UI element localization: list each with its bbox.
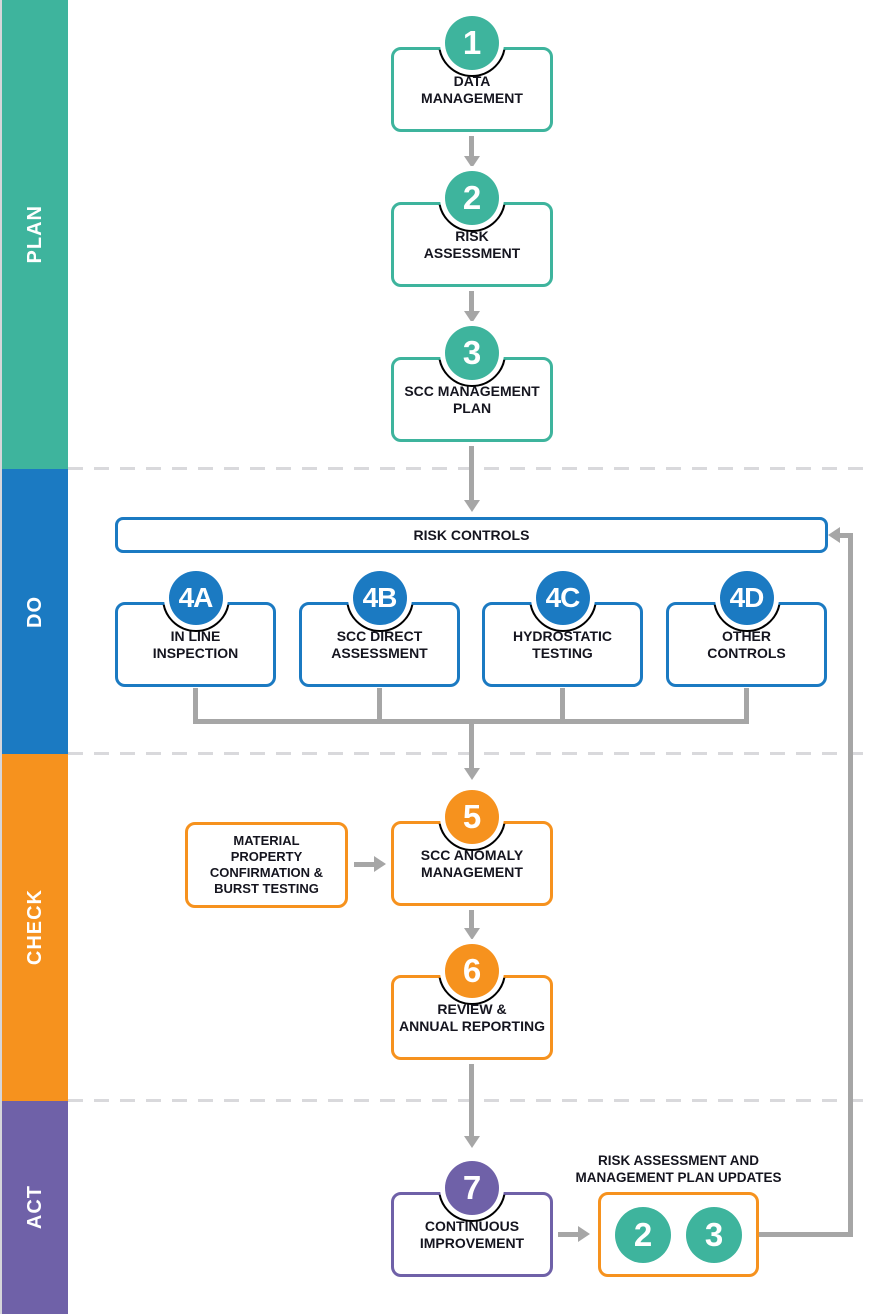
step-6-badge: 6 [445,944,499,998]
arrow-7-updates-shaft [558,1232,579,1237]
updates-label: RISK ASSESSMENT AND MANAGEMENT PLAN UPDA… [575,1153,782,1185]
risk-controls-label: RISK CONTROLS [413,526,530,543]
hydrostatic-testing-box: 4C HYDROSTATIC TESTING [482,571,643,687]
data-management-box: 1 DATA MANAGEMENT [391,16,553,132]
arrow-3-riskcontrols-head [464,500,480,512]
update-badge-2: 2 [615,1206,671,1263]
sidebar-label-plan: PLAN [23,205,46,264]
scc-direct-assessment-label: SCC DIRECT ASSESSMENT [331,627,428,661]
connector-4c-stub [560,688,565,721]
review-annual-reporting-label: REVIEW & ANNUAL REPORTING [399,1000,545,1034]
feedback-line-top-stub [840,533,850,538]
other-controls-label: OTHER CONTROLS [707,627,786,661]
step-4c-badge: 4C [535,571,590,625]
scc-management-plan-box: 3 SCC MANAGEMENT PLAN [391,326,553,442]
scc-direct-assessment-box: 4B SCC DIRECT ASSESSMENT [299,571,460,687]
step-5-badge: 5 [445,790,499,844]
step-4d-badge: 4D [719,571,774,625]
feedback-line-bottom [759,1232,853,1237]
arrow-3-riskcontrols-shaft [469,446,474,501]
connector-4b-stub [377,688,382,721]
other-controls-box: 4D OTHER CONTROLS [666,571,827,687]
feedback-arrow-head [828,527,840,543]
step-1-badge: 1 [445,16,499,70]
scc-management-plan-label: SCC MANAGEMENT PLAN [404,382,540,416]
sidebar-label-do: DO [23,595,46,628]
material-property-box: MATERIAL PROPERTY CONFIRMATION & BURST T… [185,822,348,908]
arrow-2-3-shaft [469,291,474,313]
risk-assessment-label: RISK ASSESSMENT [423,227,521,261]
data-management-label: DATA MANAGEMENT [421,72,523,106]
arrow-6-7-head [464,1136,480,1148]
arrow-2-3-head [464,311,480,323]
arrow-7-updates-head [578,1226,590,1242]
material-property-label: MATERIAL PROPERTY CONFIRMATION & BURST T… [209,833,324,896]
review-annual-reporting-box: 6 REVIEW & ANNUAL REPORTING [391,944,553,1060]
step-2-badge: 2 [445,171,499,225]
risk-assessment-box: 2 RISK ASSESSMENT [391,171,553,287]
updates-box: 2 3 [598,1192,759,1277]
step-7-badge: 7 [445,1161,499,1215]
hydrostatic-testing-label: HYDROSTATIC TESTING [512,627,613,661]
step-4a-badge: 4A [168,571,223,625]
arrow-material-5-shaft [354,862,375,867]
sidebar-band-do: DO [2,469,68,754]
arrow-5-6-shaft [469,910,474,930]
arrow-merge-5-shaft [469,721,474,769]
arrow-material-5-head [374,856,386,872]
in-line-inspection-box: 4A IN LINE INSPECTION [115,571,276,687]
sidebar-band-plan: PLAN [2,0,68,469]
sidebar-band-check: CHECK [2,754,68,1101]
sidebar-label-act: ACT [23,1185,46,1230]
connector-4d-stub [744,688,749,721]
sidebar-band-act: ACT [2,1101,68,1314]
connector-4a-stub [193,688,198,721]
continuous-improvement-box: 7 CONTINUOUS IMPROVEMENT [391,1161,553,1277]
arrow-1-2-shaft [469,136,474,158]
arrow-1-2-head [464,156,480,168]
scc-anomaly-management-label: SCC ANOMALY MANAGEMENT [420,846,524,880]
update-badge-3: 3 [686,1206,742,1263]
continuous-improvement-label: CONTINUOUS IMPROVEMENT [419,1217,525,1251]
step-3-badge: 3 [445,326,499,380]
risk-controls-bar: RISK CONTROLS [115,517,828,553]
step-4b-badge: 4B [352,571,407,625]
arrow-6-7-shaft [469,1064,474,1137]
arrow-merge-5-head [464,768,480,780]
scc-anomaly-management-box: 5 SCC ANOMALY MANAGEMENT [391,790,553,906]
sidebar-label-check: CHECK [23,889,46,966]
in-line-inspection-label: IN LINE INSPECTION [152,627,239,661]
feedback-line-vertical [848,533,853,1237]
arrow-5-6-head [464,928,480,940]
